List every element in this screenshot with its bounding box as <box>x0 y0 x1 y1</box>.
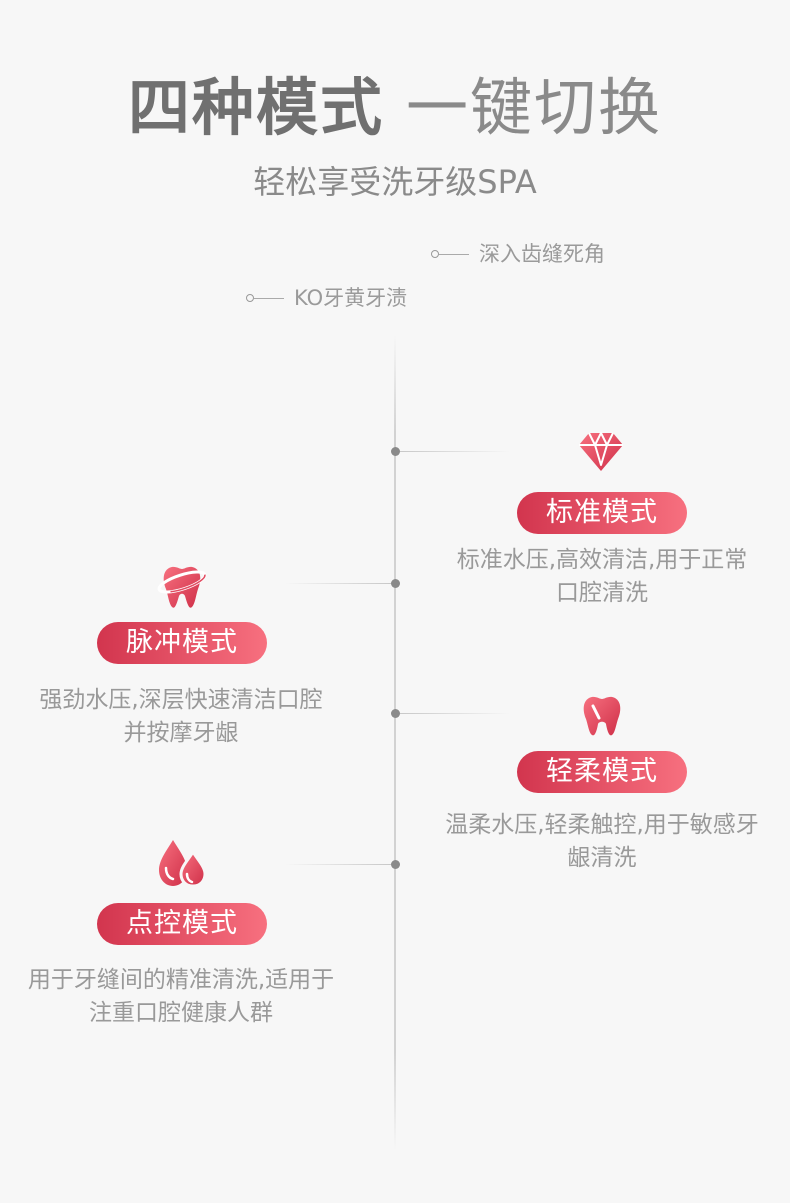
tip-text: 深入齿缝死角 <box>479 242 605 266</box>
tip-text: KO牙黄牙渍 <box>294 286 408 310</box>
title-light: 一键切换 <box>406 71 663 144</box>
mode-label-gentle: 轻柔模式 <box>517 751 687 793</box>
water-drops-icon <box>155 838 209 888</box>
tip-marker-icon <box>431 250 469 258</box>
timeline-connector <box>285 583 391 584</box>
tip-item: 深入齿缝死角 <box>431 240 605 268</box>
mode-desc-spot: 用于牙缝间的精准清洗,适用于 注重口腔健康人群 <box>27 967 335 1026</box>
tooth-orbit-icon <box>156 560 208 612</box>
timeline-dot <box>391 860 400 869</box>
page-title: 四种模式一键切换 <box>0 70 790 146</box>
timeline-line <box>394 335 396 1150</box>
title-strong: 四种模式 <box>127 71 384 144</box>
timeline-dot <box>391 709 400 718</box>
timeline-connector <box>285 864 391 865</box>
mode-desc-standard: 标准水压,高效清洁,用于正常 口腔清洗 <box>456 547 748 606</box>
page-subtitle: 轻松享受洗牙级SPA <box>253 163 537 201</box>
tooth-icon <box>579 692 625 738</box>
tip-item: KO牙黄牙渍 <box>246 284 407 312</box>
mode-label-pulse: 脉冲模式 <box>97 622 267 664</box>
timeline-dot <box>391 579 400 588</box>
mode-label-spot: 点控模式 <box>97 903 267 945</box>
timeline-connector <box>400 451 510 452</box>
timeline-dot <box>391 447 400 456</box>
diamond-icon <box>577 427 625 475</box>
timeline-connector <box>400 713 510 714</box>
tip-marker-icon <box>246 294 284 302</box>
mode-label-standard: 标准模式 <box>517 492 687 534</box>
mode-desc-pulse: 强劲水压,深层快速清洁口腔 并按摩牙龈 <box>39 687 323 746</box>
mode-desc-gentle: 温柔水压,轻柔触控,用于敏感牙 龈清洗 <box>445 812 759 871</box>
